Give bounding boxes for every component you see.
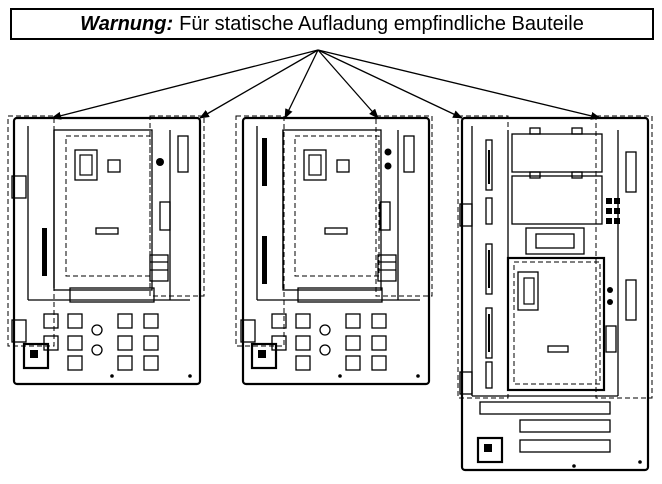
warning-text: Für statische Aufladung empfindliche Bau… bbox=[179, 12, 584, 35]
warning-label: Warnung: bbox=[80, 12, 174, 35]
arrow-middle-cabinet-left-zone bbox=[284, 49, 319, 119]
cabinet-left bbox=[7, 115, 205, 386]
arrow-right-cabinet-left-zone bbox=[317, 49, 463, 119]
arrow-right-cabinet-right-zone bbox=[317, 49, 601, 120]
cabinet-right bbox=[457, 115, 653, 472]
cabinet-middle bbox=[235, 115, 433, 386]
arrow-left-cabinet-right-zone bbox=[199, 49, 319, 119]
arrow-left-cabinet-left-zone bbox=[51, 49, 319, 120]
pointer-arrows bbox=[51, 49, 601, 120]
arrow-middle-cabinet-right-zone bbox=[317, 49, 379, 119]
warning-callout-box: Warnung: Für statische Aufladung empfind… bbox=[10, 8, 654, 40]
